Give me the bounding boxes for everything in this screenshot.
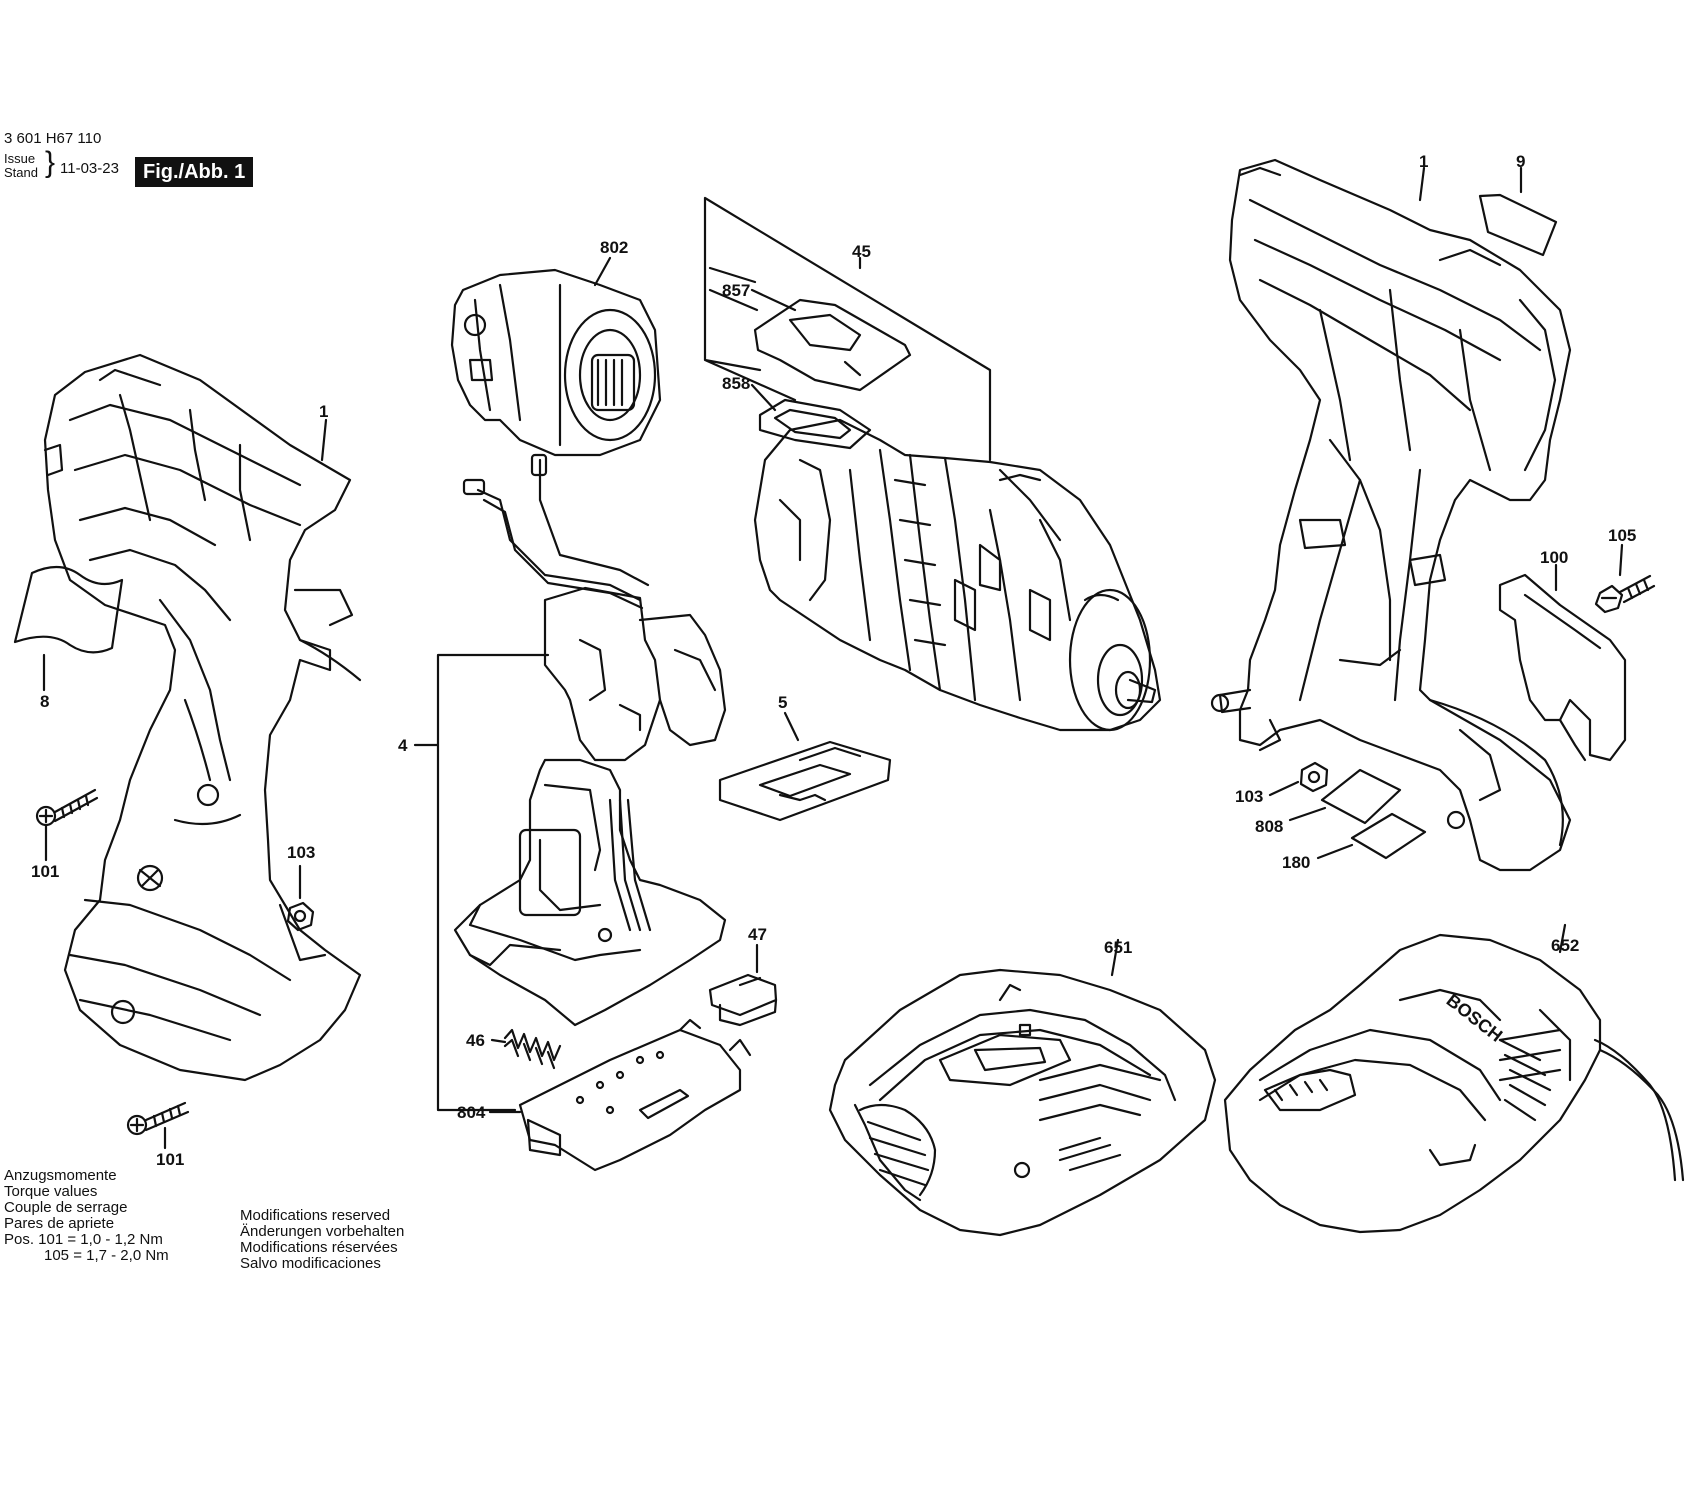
part-label-651: 651	[1104, 938, 1133, 957]
label-180	[1316, 812, 1427, 860]
part-100	[1498, 563, 1627, 762]
screw-105	[1594, 543, 1656, 614]
gearbox-45	[753, 418, 1162, 732]
battery-pack-651	[828, 938, 1217, 1237]
torque-note-line-6: 105 = 1,7 - 2,0 Nm	[44, 1247, 169, 1264]
left-housing-half	[43, 353, 362, 1082]
label-808	[1288, 768, 1402, 825]
part-label-105: 105	[1608, 526, 1637, 545]
leader-857	[750, 288, 797, 312]
leader-1-left	[320, 418, 328, 462]
right-housing-half	[1210, 158, 1572, 872]
leader-lines-45	[703, 196, 992, 462]
part-label-802: 802	[600, 238, 629, 257]
label-sheet-8	[13, 565, 124, 692]
plate-857	[753, 298, 912, 392]
part-label-101-upper: 101	[31, 862, 60, 881]
part-label-45: 45	[852, 242, 871, 261]
spring-46	[490, 1028, 562, 1070]
part-label-8: 8	[40, 692, 50, 711]
part-label-47: 47	[748, 925, 767, 944]
issue-date: 11-03-23	[60, 160, 119, 177]
part-label-100: 100	[1540, 548, 1569, 567]
part-label-103-right: 103	[1235, 787, 1264, 806]
nut-103-right	[1268, 761, 1329, 797]
modifications-note-line-3: Modifications réservées	[240, 1239, 398, 1256]
label-9	[1478, 166, 1558, 257]
part-label-1-right: 1	[1419, 152, 1429, 171]
part-label-652: 652	[1551, 936, 1580, 955]
part-label-180: 180	[1282, 853, 1311, 872]
part-label-4: 4	[398, 736, 408, 755]
part-label-101-lower: 101	[156, 1150, 185, 1169]
motor-wires	[462, 453, 650, 610]
torque-note-line-3: Couple de serrage	[4, 1199, 128, 1216]
part-label-5: 5	[778, 693, 788, 712]
modifications-note-line-1: Modifications reserved	[240, 1207, 391, 1224]
switch-assembly-4	[453, 586, 727, 1027]
torque-note-line-4: Pares de apriete	[4, 1215, 115, 1232]
part-label-103-left: 103	[287, 843, 316, 862]
slider-5	[718, 711, 892, 822]
gasket-858	[758, 398, 872, 450]
part-label-808: 808	[1255, 817, 1284, 836]
board-804	[518, 1018, 752, 1172]
leader-1-right	[1418, 166, 1426, 202]
modifications-note-line-2: Änderungen vorbehalten	[240, 1223, 405, 1240]
leader-858	[750, 383, 777, 412]
screw-101-lower	[126, 1101, 190, 1150]
issue-label: Issue	[4, 151, 36, 166]
clip-47	[708, 943, 778, 1027]
part-label-857: 857	[722, 281, 751, 300]
stand-label: Stand	[4, 165, 38, 180]
torque-note-line-1: Anzugsmomente	[4, 1167, 117, 1184]
document-number: 3 601 H67 110	[4, 130, 102, 147]
modifications-note-line-4: Salvo modificaciones	[240, 1255, 381, 1272]
leader-802	[593, 256, 612, 287]
motor-802	[450, 268, 662, 457]
screw-101-upper	[35, 788, 99, 862]
part-label-46: 46	[466, 1031, 485, 1050]
torque-note-line-5: Pos. 101 = 1,0 - 1,2 Nm	[4, 1231, 163, 1248]
part-label-9: 9	[1516, 152, 1526, 171]
torque-note-line-2: Torque values	[4, 1183, 98, 1200]
part-label-1-left: 1	[319, 402, 329, 421]
charger-652	[1223, 923, 1685, 1234]
bracket-glyph: }	[45, 146, 56, 179]
figure-title: Fig./Abb. 1	[135, 157, 254, 187]
part-label-858: 858	[722, 374, 751, 393]
leader-bracket-4	[413, 653, 550, 1112]
part-label-804: 804	[457, 1103, 486, 1122]
nut-103-left	[286, 864, 315, 932]
